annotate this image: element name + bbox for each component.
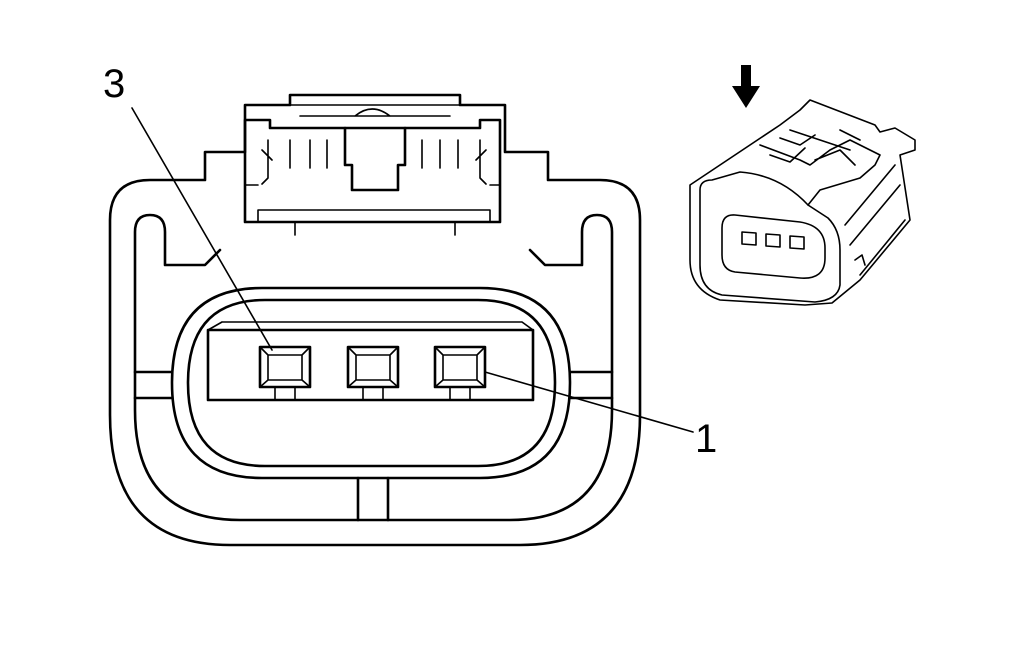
pin-3-label: 3 — [103, 62, 125, 106]
housing-inner-wall — [133, 213, 614, 522]
arrow-down-icon — [732, 65, 760, 108]
iso-outline — [689, 99, 916, 306]
latch-tab — [343, 126, 407, 192]
connector-seal-outer — [170, 286, 572, 480]
iso-top-latch — [759, 129, 881, 206]
leader-line-pin-1 — [484, 371, 694, 433]
latch-hood — [243, 118, 502, 224]
latch-frame — [257, 104, 491, 223]
terminal-pin-1 — [433, 345, 487, 401]
connector-seal-inner — [186, 298, 557, 468]
terminal-pin-3 — [258, 345, 312, 401]
iso-side-detail — [844, 164, 906, 276]
cavity-block-bevels — [207, 321, 534, 331]
latch-ribs — [244, 139, 501, 236]
terminal-cavity-block — [206, 328, 535, 402]
leader-line-pin-3 — [131, 107, 273, 351]
iso-mating-face — [721, 214, 826, 279]
connector-isometric-view — [689, 65, 916, 306]
terminal-pin-2 — [346, 345, 400, 401]
connector-front-view — [108, 93, 694, 547]
iso-front-face — [699, 171, 841, 303]
pin-1-label: 1 — [695, 417, 717, 461]
iso-pin-windows — [741, 231, 805, 250]
connector-housing-outline — [108, 93, 642, 547]
housing-ribs — [133, 370, 614, 522]
